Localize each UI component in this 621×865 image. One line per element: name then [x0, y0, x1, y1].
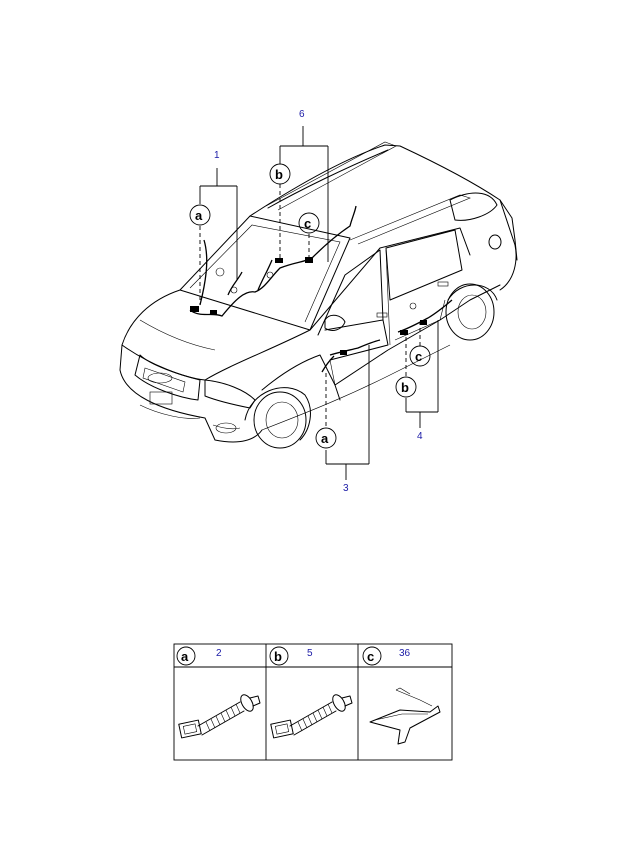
- letter-c-marker-roof: c: [298, 212, 320, 234]
- legend-letter-b: b: [274, 649, 282, 664]
- legend-part-b: 5: [307, 648, 313, 659]
- legend-cell-a: a 2: [176, 646, 261, 739]
- vehicle-illustration: [119, 141, 518, 449]
- legend-cell-b: b 5: [269, 646, 353, 739]
- svg-text:b: b: [275, 167, 283, 182]
- callout-4: 4: [417, 431, 423, 442]
- grommet-b-illustration: [270, 694, 353, 739]
- callout-3: 3: [343, 483, 349, 494]
- callout-1: 1: [214, 150, 220, 161]
- letter-c-marker-door: c: [409, 345, 431, 367]
- callout-lines: [199, 126, 439, 480]
- legend-letter-c: c: [367, 649, 374, 664]
- callout-6: 6: [299, 109, 305, 120]
- wiring-harness: [189, 205, 453, 373]
- legend-cell-c: c 36: [362, 646, 441, 745]
- letter-b-marker-door: b: [395, 376, 417, 398]
- letter-b-marker-roof: b: [269, 163, 291, 185]
- letter-a-marker-door: a: [315, 427, 337, 449]
- clip-c-illustration: [369, 687, 441, 745]
- legend-part-a: 2: [216, 648, 222, 659]
- svg-text:b: b: [401, 380, 409, 395]
- svg-text:c: c: [304, 216, 311, 231]
- svg-text:a: a: [195, 208, 203, 223]
- letter-a-marker-front: a: [189, 204, 211, 226]
- grommet-a-illustration: [178, 694, 261, 739]
- parts-legend-table: a 2 b 5: [173, 643, 453, 761]
- legend-letter-a: a: [181, 649, 189, 664]
- svg-text:c: c: [415, 349, 422, 364]
- svg-text:a: a: [321, 431, 329, 446]
- legend-part-c: 36: [399, 648, 411, 659]
